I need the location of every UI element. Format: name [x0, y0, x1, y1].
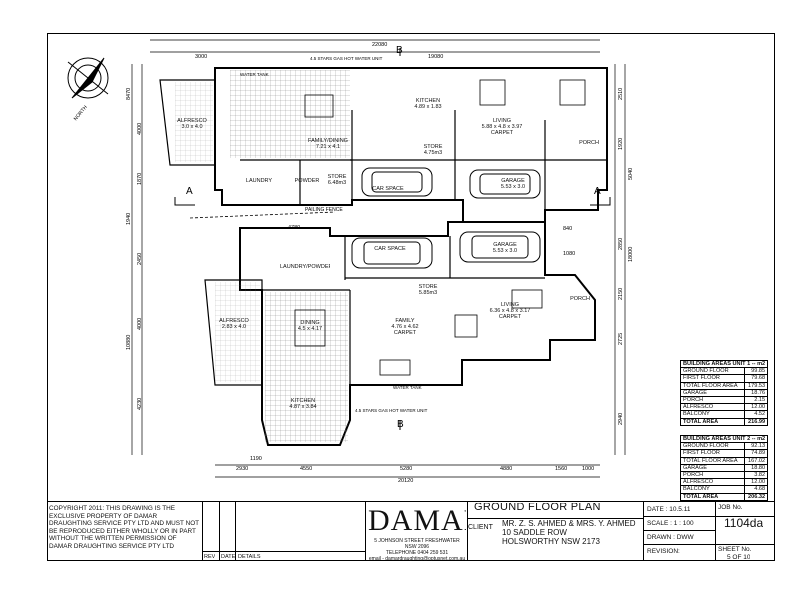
svg-text:19080: 19080 — [428, 54, 443, 60]
sheet-number: 5 OF 10 — [727, 554, 751, 561]
room-car-space-1: CAR SPACE — [372, 186, 404, 192]
svg-text:5280: 5280 — [400, 466, 412, 472]
car-icon — [351, 237, 433, 269]
drawn-field: DRAWN : DWW — [647, 534, 694, 541]
job-number: 1104da — [724, 516, 764, 530]
title-block: COPYRIGHT 2011: THIS DRAWING IS THE EXCL… — [47, 501, 775, 562]
svg-text:1190: 1190 — [250, 456, 262, 462]
svg-text:4780: 4780 — [288, 225, 300, 231]
building-areas-unit-1: BUILDING AREAS UNIT 1 -- m2 GROUND FLOOR… — [679, 359, 769, 426]
svg-text:4.5 STARS GAS HOT WATER UNIT: 4.5 STARS GAS HOT WATER UNIT — [355, 408, 428, 413]
svg-text:2940: 2940 — [618, 413, 624, 425]
svg-text:1920: 1920 — [618, 138, 624, 150]
svg-text:1560: 1560 — [555, 466, 567, 472]
company-logo: DAMAR — [368, 504, 466, 537]
room-car-space-2: CAR SPACE — [374, 246, 406, 252]
svg-text:20120: 20120 — [398, 478, 413, 484]
car-icon — [459, 231, 541, 263]
section-mark-b-top: B — [396, 45, 403, 56]
sheet-label: SHEET No. — [718, 546, 752, 553]
client-details: MR. Z. S. AHMED & MRS. Y. AHMED 10 SADDL… — [502, 519, 636, 546]
svg-text:8470: 8470 — [126, 88, 132, 100]
svg-text:1870: 1870 — [137, 173, 143, 185]
date-field: DATE : 10.5.11 — [647, 506, 691, 513]
north-label: NORTH — [73, 104, 89, 122]
sheet-title: GROUND FLOOR PLAN — [474, 503, 601, 511]
svg-text:840: 840 — [563, 226, 572, 232]
svg-text:2150: 2150 — [618, 288, 624, 300]
section-mark-b-bottom: B — [397, 419, 404, 430]
car-icon — [469, 169, 541, 199]
room-powder-1: POWDER — [294, 178, 320, 184]
svg-text:WATER TANK: WATER TANK — [393, 385, 422, 390]
service-labels: 4.5 STARS GAS HOT WATER UNIT WATER TANK … — [240, 56, 428, 413]
svg-text:4000: 4000 — [137, 123, 143, 135]
svg-text:3000: 3000 — [195, 54, 207, 60]
section-mark-a-right: A — [594, 186, 601, 197]
svg-text:4000: 4000 — [137, 318, 143, 330]
svg-text:22080: 22080 — [372, 42, 387, 48]
svg-text:1080: 1080 — [563, 251, 575, 257]
car-icon — [361, 167, 433, 197]
svg-text:WATER TANK: WATER TANK — [240, 72, 269, 77]
room-laundry-powder-2: LAUNDRY/POWDER — [280, 264, 330, 270]
company-address: 5 JOHNSON STREET FRESHWATER NSW 2096 TEL… — [368, 538, 466, 562]
room-porch-2: PORCH — [570, 296, 590, 302]
room-laundry-1: LAUNDRY — [245, 178, 273, 184]
svg-text:4550: 4550 — [300, 466, 312, 472]
svg-text:10880: 10880 — [126, 335, 132, 350]
section-mark-a-left: A — [186, 186, 193, 197]
svg-text:2725: 2725 — [618, 333, 624, 345]
building-areas-unit-2: BUILDING AREAS UNIT 2 -- m2 GROUND FLOOR… — [679, 434, 769, 501]
revision-field: REVISION: — [647, 548, 680, 555]
svg-text:5040: 5040 — [628, 168, 634, 180]
svg-text:2510: 2510 — [618, 88, 624, 100]
svg-text:18000: 18000 — [628, 247, 634, 262]
svg-text:4230: 4230 — [137, 398, 143, 410]
scale-field: SCALE : 1 : 100 — [647, 520, 694, 527]
svg-text:4880: 4880 — [500, 466, 512, 472]
svg-text:2930: 2930 — [236, 466, 248, 472]
room-porch-1: PORCH — [579, 140, 599, 146]
rev-column-header: REV — [204, 554, 216, 560]
fence-label: PAILING FENCE — [305, 207, 343, 213]
dimension-labels: 22080 3000 19080 2930 4550 5280 4880 156… — [126, 42, 634, 484]
date-column-header: DATE — [221, 554, 236, 560]
svg-text:1000: 1000 — [582, 466, 594, 472]
job-label: JOB No. — [718, 504, 743, 511]
svg-text:2850: 2850 — [618, 238, 624, 250]
copyright-notice: COPYRIGHT 2011: THIS DRAWING IS THE EXCL… — [49, 505, 199, 550]
svg-text:1940: 1940 — [126, 213, 132, 225]
svg-text:4.5 STARS GAS HOT WATER UNIT: 4.5 STARS GAS HOT WATER UNIT — [310, 56, 383, 61]
client-label: CLIENT — [468, 524, 493, 531]
details-column-header: DETAILS — [238, 554, 261, 560]
drawing-border — [47, 33, 775, 561]
north-compass-icon — [67, 57, 109, 99]
svg-text:2450: 2450 — [137, 253, 143, 265]
